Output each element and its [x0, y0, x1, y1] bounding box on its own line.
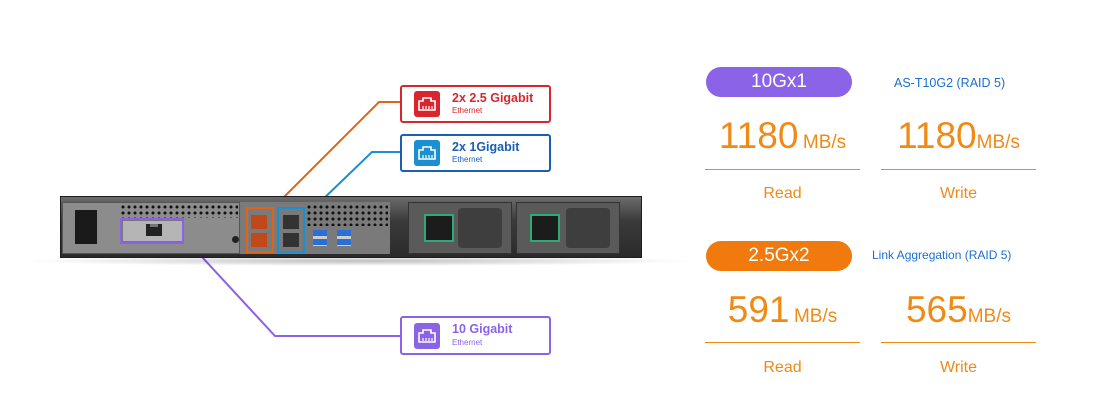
- pill-10gx1: 10Gx1: [706, 67, 852, 97]
- ethernet-port-icon: [414, 322, 440, 349]
- usb-ports-a: [313, 230, 327, 246]
- label-10g-read: Read: [763, 185, 802, 202]
- rule-2-5g-read: [705, 342, 860, 343]
- callout-1g-sub: Ethernet: [452, 155, 483, 165]
- callout-10g-sub: Ethernet: [452, 337, 483, 347]
- psu-handle-2: [530, 214, 560, 242]
- expansion-slot: [75, 210, 97, 244]
- vent-top-left: [120, 204, 238, 218]
- rj45-2-5g-b: [251, 233, 267, 247]
- stat-10g-write-unit: MB/s: [976, 132, 1020, 153]
- rule-2-5g-write: [881, 342, 1036, 343]
- connector-10g: [189, 243, 400, 337]
- stat-10g-write-value: 1180: [897, 115, 977, 156]
- ethernet-port-icon: [414, 91, 440, 117]
- callout-10g-title: 10 Gigabit: [452, 322, 513, 337]
- callout-2-5g-sub: Ethernet: [452, 106, 483, 116]
- highlight-2-5g: [246, 207, 274, 253]
- stat-2-5g-read: 591 MB/s: [705, 289, 860, 331]
- stat-10g-read-value: 1180: [718, 115, 799, 156]
- rj45-port-10g: [146, 224, 162, 236]
- label-2-5g-write: Write: [939, 359, 978, 376]
- callout-1g-title: 2x 1Gigabit: [452, 139, 520, 154]
- stat-2-5g-read-unit: MB/s: [793, 306, 838, 327]
- subtitle-2-5g: Link Aggregation (RAID 5): [872, 248, 1012, 262]
- stat-10g-read-unit: MB/s: [802, 132, 847, 153]
- stat-10g-read: 1180 MB/s: [705, 115, 860, 157]
- psu-fan-2: [566, 208, 610, 248]
- stat-10g-write: 1180MB/s: [881, 115, 1036, 157]
- label-10g-write: Write: [939, 185, 978, 202]
- ethernet-port-icon: [414, 140, 440, 166]
- rj45-1g-b: [283, 233, 299, 247]
- stat-2-5g-read-value: 591: [727, 289, 790, 330]
- connector-2-5g: [273, 101, 400, 208]
- callout-1g: 2x 1Gigabit Ethernet: [400, 134, 551, 172]
- stat-2-5g-write-unit: MB/s: [967, 306, 1011, 327]
- label-2-5g-read: Read: [763, 359, 802, 376]
- rule-10g-write: [881, 169, 1036, 170]
- highlight-1g: [277, 207, 305, 253]
- device-shadow: [20, 256, 700, 266]
- rule-10g-read: [705, 169, 860, 170]
- psu-fan-1: [458, 208, 502, 248]
- highlight-10g: [120, 218, 184, 244]
- pill-2-5gx2: 2.5Gx2: [706, 241, 852, 271]
- psu-handle-1: [424, 214, 454, 242]
- rj45-1g-a: [283, 215, 299, 229]
- vent-io: [306, 204, 388, 226]
- power-button: [232, 236, 239, 243]
- callout-10g: 10 Gigabit Ethernet: [400, 316, 551, 355]
- usb-ports-b: [337, 230, 351, 246]
- stat-2-5g-write-value: 565: [905, 289, 968, 330]
- rj45-2-5g-a: [251, 215, 267, 229]
- subtitle-10g: AS-T10G2 (RAID 5): [894, 76, 1006, 90]
- callout-2-5g-title: 2x 2.5 Gigabit: [452, 90, 534, 105]
- stat-2-5g-write: 565MB/s: [881, 289, 1036, 331]
- callout-2-5g: 2x 2.5 Gigabit Ethernet: [400, 85, 551, 123]
